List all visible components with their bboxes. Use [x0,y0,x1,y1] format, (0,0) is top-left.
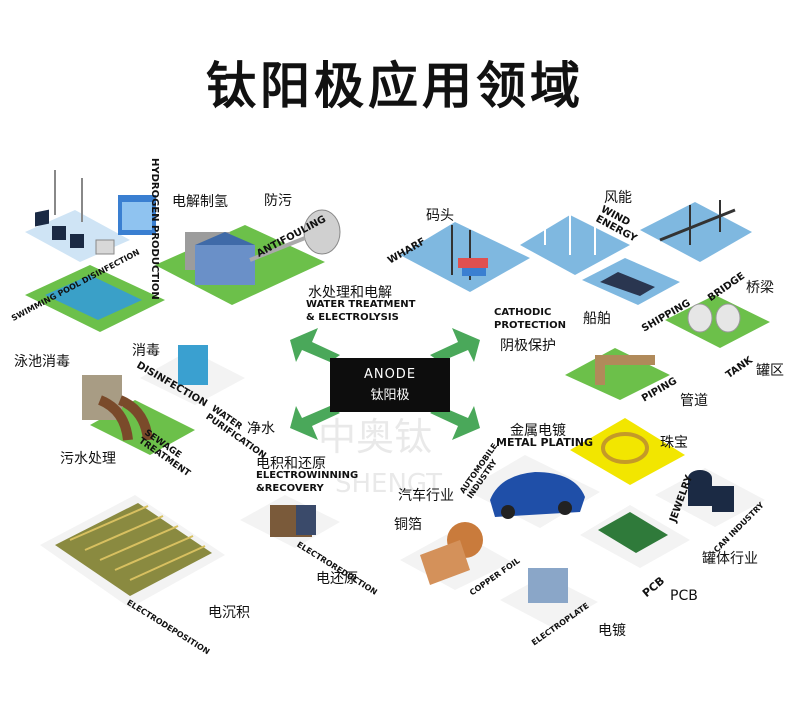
can-industry-illustration [655,468,765,527]
winning-label-en: ELECTROWINNING &RECOVERY [256,470,359,494]
bridge-label-cn: 桥梁 [746,280,774,296]
hydrogen-label-cn: 电解制氢 [172,194,228,210]
hydrogen-label-en: HYDROGEN PRODUCTION [149,158,160,300]
tank-illustration [665,295,770,348]
anode-cn: 钛阳极 [370,388,410,403]
plating-label-cn: 金属电镀 [510,423,566,439]
piping-label-cn: 管道 [680,393,708,409]
arrow-bottom-left [290,406,340,440]
electrowinning-illustration [240,495,340,548]
swimming-pool-illustration [25,265,165,332]
disinfection-illustration [140,345,245,405]
cathodic-label-en: CATHODIC PROTECTION [494,307,566,331]
water-label-cn: 水处理和电解 [308,285,392,301]
wind-energy-illustration [520,210,630,275]
watermark: 中奥钛 SHENGT [318,415,442,499]
can-label-cn: 罐体行业 [702,551,758,567]
arrow-bottom-right [430,406,480,440]
reduction-label-cn: 电还原 [316,571,358,587]
anode-center-box: ANODE 钛阳极 [330,358,450,412]
anode-en: ANODE [363,367,417,382]
cathodic-label-cn: 阴极保护 [500,338,556,354]
jewelry-illustration [570,418,685,485]
wharf-label-cn: 码头 [426,208,454,224]
automobile-illustration [465,455,600,528]
arrows [290,328,480,440]
sewage-label-cn: 污水处理 [60,451,116,467]
electroplate-illustration [500,568,598,628]
jewelry-label-cn: 珠宝 [660,435,688,451]
copper-foil-illustration [400,522,512,590]
auto-label-cn: 汽车行业 [398,488,454,504]
tank-label-cn: 罐区 [756,363,784,379]
shipping-illustration [582,258,680,305]
electrodeposition-illustration [40,495,225,608]
wind-label-cn: 风能 [604,190,632,206]
watermark-en: SHENGT [335,469,442,499]
pcb-label-cn: PCB [670,588,698,604]
pcb-illustration [580,505,690,568]
water-label-en: WATER TREATMENT & ELECTROLYSIS [306,299,416,323]
arrow-top-left [290,328,340,362]
arrow-top-right [430,328,480,362]
electroplate-label-cn: 电镀 [598,623,626,639]
winning-label-cn: 电积和还原 [256,456,326,472]
antifouling-label-cn: 防污 [264,193,292,209]
page-title: 钛阳极应用领域 [206,57,584,115]
plating-label-en: METAL PLATING [496,436,594,449]
deposition-label-cn: 电沉积 [208,605,250,621]
antifouling-illustration [155,209,341,305]
sewage-illustration [82,375,195,455]
pool-label-cn: 泳池消毒 [14,354,70,370]
bridge-illustration [640,200,752,262]
copper-label-cn: 铜箔 [394,517,422,533]
wharf-illustration [400,222,530,292]
watermark-cn: 中奥钛 [318,415,432,459]
disinfection-label-cn: 消毒 [132,343,160,359]
hydrogen-production-illustration [25,170,156,262]
purification-label-cn: 净水 [247,421,275,437]
ship-label-cn: 船舶 [583,311,611,327]
piping-illustration [565,348,670,400]
